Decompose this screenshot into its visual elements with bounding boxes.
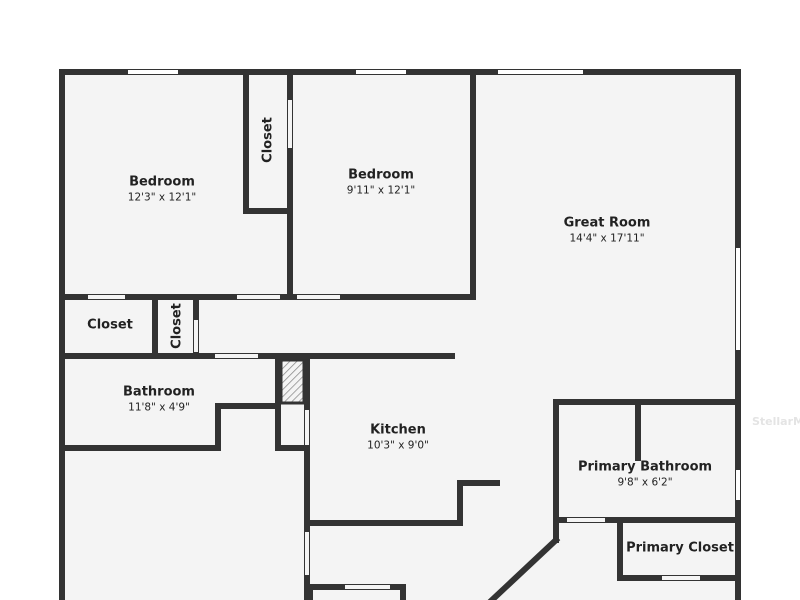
room-closet-small: Closet [170,303,185,349]
room-name: Bedroom [348,167,414,183]
room-name: Closet [169,303,185,349]
room-kitchen: Kitchen 10'3" x 9'0" [367,423,429,452]
room-name: Primary Closet [626,540,734,556]
room-dims: 12'3" x 12'1" [127,191,197,204]
room-bedroom-1: Bedroom 12'3" x 12'1" [128,175,196,204]
room-closet-top: Closet [261,117,276,163]
room-name: Kitchen [370,422,426,438]
room-dims: 14'4" x 17'11" [569,232,645,245]
openings [88,70,740,589]
room-dims: 11'8" x 4'9" [128,401,190,414]
room-closet-left: Closet [87,318,133,333]
room-dims: 9'8" x 6'2" [617,476,673,489]
room-name: Closet [87,317,133,333]
floor-area [62,72,738,600]
room-primary-bathroom: Primary Bathroom 9'8" x 6'2" [578,460,712,489]
room-name: Bathroom [123,384,195,400]
watermark: StellarMLS [752,415,800,428]
room-primary-closet: Primary Closet [626,541,734,556]
room-bathroom: Bathroom 11'8" x 4'9" [123,385,195,414]
room-name: Primary Bathroom [577,459,713,475]
room-bedroom-2: Bedroom 9'11" x 12'1" [347,168,415,197]
room-great-room: Great Room 14'4" x 17'11" [564,216,651,245]
room-name: Bedroom [129,174,195,190]
room-name: Closet [260,117,276,163]
room-name: Great Room [563,215,651,231]
room-dims: 9'11" x 12'1" [346,184,416,197]
hatched-chase [279,358,306,405]
room-dims: 10'3" x 9'0" [367,439,429,452]
